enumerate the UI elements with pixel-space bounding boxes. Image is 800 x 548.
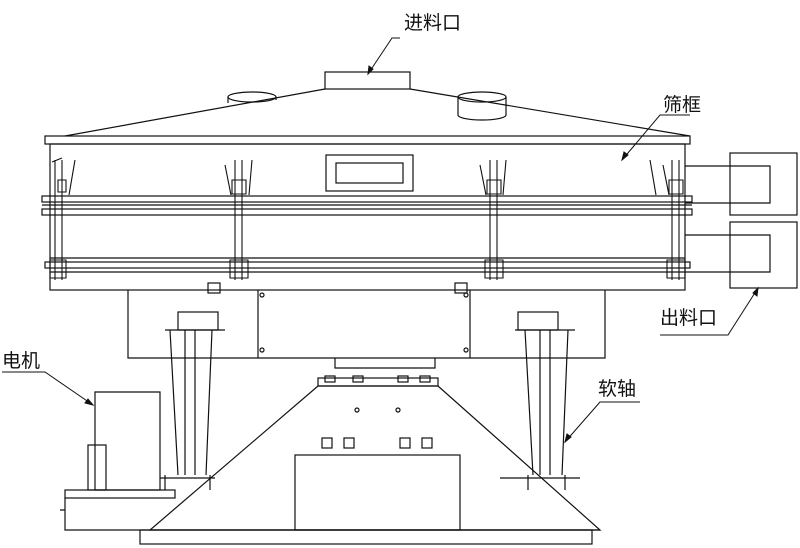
outlet-label: 出料口 [660, 307, 718, 329]
outlet-ports [685, 152, 798, 289]
inlet-port [324, 71, 411, 90]
flexible-shafts [160, 311, 580, 490]
flexible-shaft-label: 软轴 [598, 378, 637, 400]
base [139, 375, 602, 545]
inlet-label: 进料口 [404, 12, 462, 34]
screen-frame-label: 筛框 [663, 94, 702, 116]
lower-body [127, 282, 606, 369]
screen-frame [41, 143, 693, 291]
top-cover [44, 88, 691, 145]
leader-lines [2, 37, 759, 444]
motor-label: 电机 [2, 350, 41, 372]
motor [60, 391, 176, 531]
